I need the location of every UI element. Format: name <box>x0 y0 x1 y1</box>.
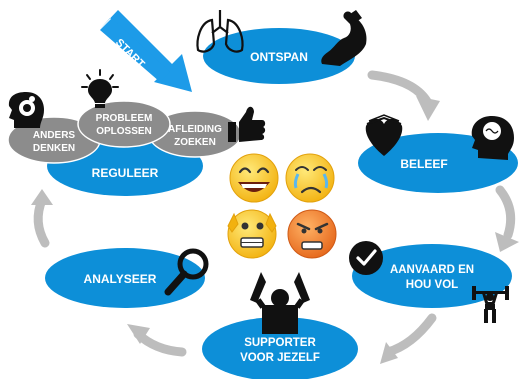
lungs-icon <box>196 10 244 53</box>
strategy-label-line-1: AFLEIDING <box>168 124 222 135</box>
open-book-heart-icon <box>365 114 403 156</box>
weightlifter-icon <box>472 286 509 323</box>
step-label: ANALYSEER <box>84 272 157 286</box>
step-label: BELEEF <box>400 157 447 171</box>
strategy-label-line-2: OPLOSSEN <box>96 126 152 137</box>
step-label-line-2: HOU VOL <box>406 279 458 291</box>
strategy-label-line-2: DENKEN <box>33 143 75 154</box>
flexed-arm-icon <box>321 10 367 67</box>
arrow-analyseer-to-reguleer <box>33 195 50 248</box>
svg-text:VOOR JEZELF: VOOR JEZELF <box>240 352 320 364</box>
arrow-aanvaard-to-supporter <box>383 313 437 357</box>
step-supporter[interactable]: SUPPORTER VOOR JEZELF <box>202 317 358 379</box>
step-ontspan[interactable]: ONTSPAN <box>203 28 355 84</box>
start-arrow: START <box>100 10 192 92</box>
svg-text:AFLEIDING: AFLEIDING <box>168 124 222 135</box>
step-label-line-1: SUPPORTER <box>244 337 316 349</box>
strategy-afleiding-zoeken[interactable]: AFLEIDING ZOEKEN <box>148 110 242 158</box>
step-label-line-2: VOOR JEZELF <box>240 352 320 364</box>
svg-text:DENKEN: DENKEN <box>33 143 75 154</box>
svg-text:OPLOSSEN: OPLOSSEN <box>96 126 152 137</box>
strategy-label-line-1: PROBLEEM <box>96 113 153 124</box>
svg-text:SUPPORTER: SUPPORTER <box>244 337 316 349</box>
anxious-emoji <box>227 209 277 259</box>
check-circle-icon <box>349 241 383 275</box>
svg-text:AANVAARD EN: AANVAARD EN <box>390 264 474 276</box>
angry-emoji <box>287 209 337 259</box>
lightbulb-icon <box>81 69 119 108</box>
magnifier-icon <box>164 248 209 296</box>
svg-text:ANDERS: ANDERS <box>33 130 76 141</box>
gear-head-icon <box>8 92 45 128</box>
strategy-label-line-1: ANDERS <box>33 130 76 141</box>
crying-emoji <box>285 153 335 203</box>
step-label-line-1: AANVAARD EN <box>390 264 474 276</box>
step-label: REGULEER <box>92 166 159 180</box>
svg-text:ZOEKEN: ZOEKEN <box>174 137 216 148</box>
brain-head-icon <box>471 116 514 160</box>
arrow-supporter-to-analyseer <box>133 329 187 357</box>
laughing-emoji <box>229 153 279 203</box>
strategy-label-line-2: ZOEKEN <box>174 137 216 148</box>
step-label: ONTSPAN <box>250 50 308 64</box>
cheering-person-icon <box>250 272 310 334</box>
svg-text:PROBLEEM: PROBLEEM <box>96 113 153 124</box>
thumbs-up-icon <box>228 106 266 142</box>
arrow-beleef-to-aanvaard <box>495 185 516 240</box>
svg-text:HOU VOL: HOU VOL <box>406 279 458 291</box>
strategy-probleem-oplossen[interactable]: PROBLEEM OPLOSSEN <box>77 100 171 148</box>
cycle-arrowheads <box>31 96 519 364</box>
